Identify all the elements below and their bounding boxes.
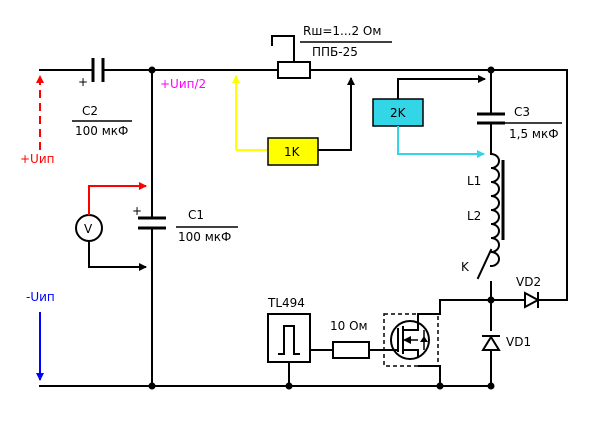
vd2-diode-triangle [524,291,541,309]
c1-value-label: 100 мкФ [178,230,231,244]
vd1-diode-triangle [481,335,501,351]
capacitor-c1 [138,216,166,230]
mosfet-package-outline [383,313,439,367]
probe-1k-label: 1K [284,145,301,159]
gate-resistor-label: 10 Ом [330,319,368,333]
shunt-tap-wire [271,35,295,62]
shunt-name-label: Rш=1...2 Ом [303,24,381,38]
junction-dot-mosfet-source [436,382,444,390]
inductor-coil [489,152,500,268]
c2-plus-sign: + [78,75,88,89]
l1-label: L1 [467,174,481,188]
switch-k-blade [476,248,493,280]
c2-value-label: 100 мкФ [75,124,128,138]
mosfet-source-wire [418,365,441,386]
probe-2k-cyan-lead [397,126,485,158]
probe-1k-black-lead [318,77,355,151]
c3-name-label: C3 [514,105,530,119]
shunt-type-label: ППБ-25 [312,45,358,59]
pulse-waveform-icon [278,325,300,355]
plus-supply-label: +Uип [20,152,54,166]
voltmeter-label: V [84,222,93,236]
gate-resistor [332,341,370,359]
tl494-box [267,313,311,363]
voltmeter-minus-lead [88,241,147,271]
vd2-label: VD2 [516,275,541,289]
c1-plus-sign: + [132,204,142,218]
junction-dot-top-mid [148,66,156,74]
switch-k-label: K [461,260,470,274]
half-supply-label: +Uип/2 [160,77,206,91]
vd1-label: VD1 [506,335,531,349]
voltmeter-plus-lead [88,182,147,215]
c2-name-label: C2 [82,104,98,118]
probe-2k-black-lead [397,75,486,99]
capacitor-c2 [91,58,105,82]
mosfet-body-diode [420,336,428,342]
mosfet-drain-wire [417,299,491,322]
c1-name-label: C1 [188,208,204,222]
c3-value-label: 1,5 мкФ [509,127,559,141]
probe-2k-label: 2K [390,106,407,120]
probe-1k-box [267,137,319,166]
mosfet-source-lead [403,349,419,358]
l2-label: L2 [467,209,481,223]
capacitor-c3 [477,112,505,125]
tl494-label: TL494 [267,296,305,310]
junction-dot-bottom-mid [148,382,156,390]
junction-dot-tl494-ground [285,382,293,390]
minus-supply-label: -Uип [26,290,55,304]
shunt-resistor [277,61,311,79]
mosfet-body-circle [390,320,430,360]
mosfet-drain-lead [403,322,419,331]
